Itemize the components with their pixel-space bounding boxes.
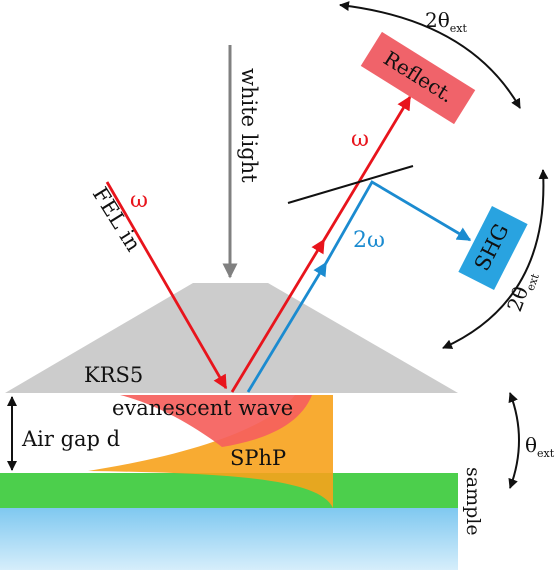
sphp-label: SPhP xyxy=(230,446,286,470)
substrate-layer xyxy=(0,508,458,570)
two-theta-right-label: 2θext xyxy=(502,267,542,316)
shg-beam-upper xyxy=(324,180,472,264)
reflected-beam-upper xyxy=(322,95,412,241)
dichroic-mirror xyxy=(287,165,414,204)
evanescent-wave-field xyxy=(120,395,312,447)
omega-out-label: ω xyxy=(351,127,369,152)
shg-beam-lower xyxy=(246,261,328,393)
omega-in-label: ω xyxy=(130,188,148,213)
krs5-label: KRS5 xyxy=(84,363,143,387)
air-gap-label: Air gap d xyxy=(21,427,120,451)
white-light-label: white light xyxy=(237,68,261,183)
two-theta-top-arc xyxy=(339,1,521,109)
sample-label: sample xyxy=(462,467,484,536)
theta-ext-label: θext xyxy=(525,433,555,460)
two-omega-label: 2ω xyxy=(353,228,385,253)
two-theta-right-arc xyxy=(442,169,549,349)
sample-layer xyxy=(0,473,458,508)
two-theta-top-label: 2θext xyxy=(425,8,467,35)
evanescent-wave-label: evanescent wave xyxy=(112,396,293,420)
krs5-prism xyxy=(5,283,458,393)
fel-incident-beam xyxy=(105,181,228,390)
reflected-beam-lower xyxy=(230,238,326,393)
theta-arc xyxy=(508,392,520,489)
